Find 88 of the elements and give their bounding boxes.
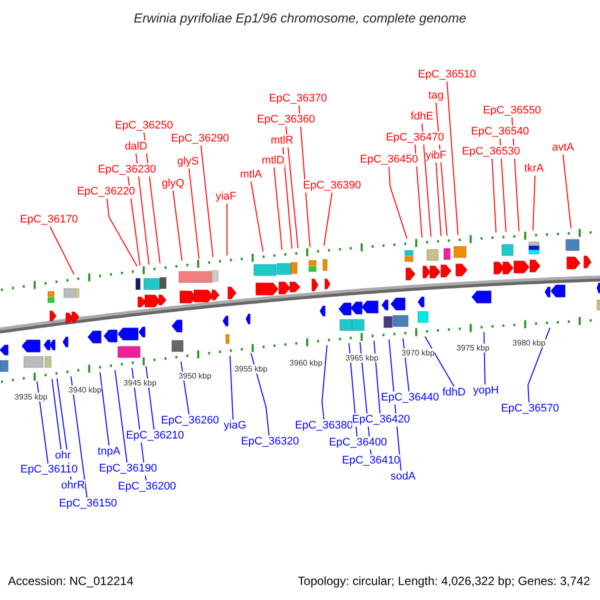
gene-label: EpC_36220 — [76, 186, 136, 198]
gene-label: EpC_36540 — [470, 126, 530, 138]
leader-line — [250, 352, 270, 436]
gene-label: EpC_36150 — [58, 498, 118, 510]
leader-line — [286, 126, 298, 249]
leader-line — [52, 378, 62, 450]
leader-line — [388, 166, 408, 240]
gene-label: glyQ — [162, 178, 184, 190]
axis-tick-label: 3960 kbp — [290, 358, 322, 368]
leader-line — [136, 153, 150, 266]
gene-label: ohrR — [61, 480, 85, 492]
leader-line — [230, 355, 234, 420]
gene-label: mtlA — [240, 168, 262, 182]
gene-label: EpC_36400 — [328, 436, 388, 450]
leader-line — [188, 168, 200, 260]
gene-label: EpC_36420 — [352, 414, 410, 426]
leader-line — [532, 175, 536, 231]
footer-note: Accession: NC_012214 — [8, 574, 134, 588]
leader-line — [374, 340, 380, 414]
axis-tick-label: 3965 kbp — [346, 354, 378, 362]
leader-line — [50, 226, 74, 275]
leader-line — [114, 370, 128, 463]
leader-line — [70, 376, 88, 498]
axis-tick-label: 3955 kbp — [234, 364, 268, 374]
gene-label: EpC_36450 — [360, 154, 418, 166]
gene-label: EpC_36530 — [462, 146, 520, 158]
gene-label: EpC_36470 — [386, 132, 444, 144]
gene-label: yiaG — [224, 420, 246, 432]
gene-label: EpC_36440 — [380, 392, 440, 404]
axis-tick-label: 3975 kbp — [456, 344, 490, 352]
leader-line — [322, 344, 328, 420]
gene-label: EpC_36380 — [294, 420, 354, 432]
leader-line — [422, 123, 432, 238]
gene-label: tag — [428, 90, 444, 102]
gene-label: EpC_36250 — [114, 120, 174, 132]
gene-label: EpC_36390 — [302, 180, 362, 192]
leader-line — [424, 336, 454, 387]
gene-label: EpC_36110 — [20, 464, 78, 476]
gene-label: EpC_36200 — [118, 480, 176, 494]
leader-line — [414, 144, 422, 238]
gene-label: EpC_36510 — [418, 68, 476, 82]
gene-label: EpC_36370 — [268, 92, 328, 106]
gene-label: mtlR — [270, 134, 294, 148]
leader-line — [172, 190, 182, 262]
gene-label: tnpA — [98, 446, 120, 458]
footer-note: Topology: circular; Length: 4,026,322 bp; Genes: 3,742 — [298, 574, 590, 588]
leader-line — [36, 380, 48, 464]
leader-line — [324, 192, 332, 246]
axis-tick-label: 3940 kbp — [68, 386, 102, 394]
gene-label: EpC_36190 — [98, 462, 158, 476]
axis-tick-label: 3945 kbp — [124, 378, 156, 388]
leader-line — [106, 198, 138, 267]
gene-label: EpC_36570 — [500, 402, 560, 416]
axis-tick-label: 3980 kbp — [512, 338, 546, 348]
leader-line — [200, 145, 214, 258]
gene-label: yopH — [473, 384, 499, 398]
leader-line — [446, 81, 458, 236]
gene-label: glyS — [177, 156, 199, 168]
gene-label: EpC_36170 — [20, 214, 78, 226]
axis-tick-label: 3950 kbp — [178, 372, 212, 380]
leader-line — [436, 102, 448, 236]
gene-label: EpC_36290 — [170, 132, 230, 146]
axis-tick-label: 3970 kbp — [402, 348, 434, 358]
gene-label: dalD — [124, 140, 148, 154]
gene-label: EpC_36410 — [342, 454, 400, 468]
leader-line — [274, 167, 282, 250]
gene-label: EpC_36210 — [126, 430, 184, 442]
diagram-title: Erwinia pyrifoliae Ep1/96 chromosome, complete genome — [134, 10, 466, 26]
leader-line — [56, 378, 72, 480]
leader-line — [282, 147, 292, 250]
gene-label: mtlD — [262, 154, 284, 168]
leader-line — [226, 203, 228, 256]
leader-line — [146, 366, 154, 430]
leader-line — [100, 372, 110, 446]
leader-line — [492, 158, 496, 233]
gene-label: yiaF — [216, 190, 236, 204]
gene-label: EpC_36230 — [98, 164, 156, 176]
gene-label: EpC_36360 — [256, 114, 316, 126]
leader-line — [436, 162, 442, 237]
gene-label: EpC_36550 — [482, 104, 542, 118]
axis-tick-label: 3935 kbp — [14, 392, 48, 402]
leader-line — [562, 154, 572, 229]
gene-label: ohr — [55, 450, 71, 462]
gene-label: EpC_36320 — [240, 436, 300, 448]
gene-label: EpC_36260 — [160, 414, 220, 428]
leader-line — [250, 181, 264, 252]
gene-label: yibF — [426, 150, 446, 162]
leader-line — [528, 327, 550, 403]
